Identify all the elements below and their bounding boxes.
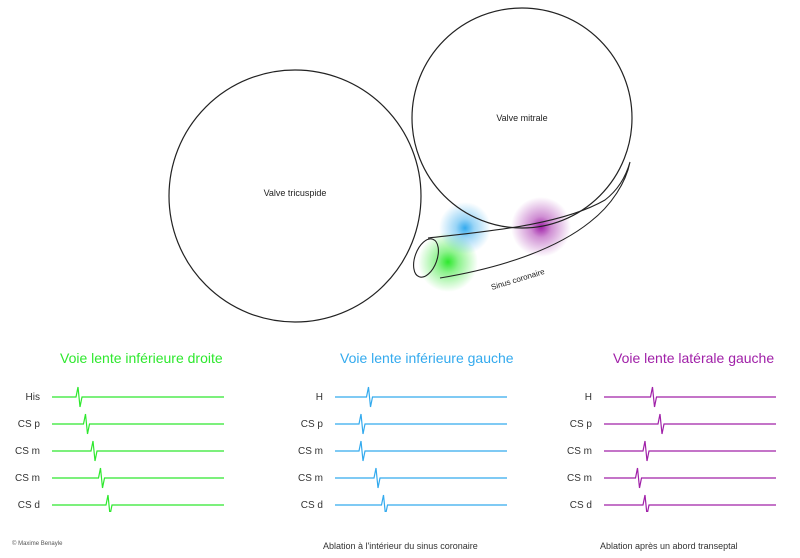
lead-label: CS d bbox=[301, 500, 323, 511]
egm-trace bbox=[335, 386, 507, 408]
lead-label: H bbox=[585, 392, 592, 403]
lead-label: CS m bbox=[567, 473, 592, 484]
lead-label: CS d bbox=[570, 500, 592, 511]
panel-footer: Ablation après un abord transeptal bbox=[600, 541, 738, 551]
egm-trace bbox=[335, 467, 507, 489]
lead-label: CS m bbox=[15, 446, 40, 457]
mitral-valve bbox=[411, 7, 633, 229]
mitral-label: Valve mitrale bbox=[496, 113, 547, 123]
egm-trace bbox=[604, 467, 776, 489]
trace-group: His CS p CS m CS m CS d bbox=[15, 386, 224, 512]
lead-label: CS p bbox=[18, 419, 41, 430]
trace-group: H CS p CS m CS m CS d bbox=[567, 386, 776, 512]
purple-ablation-spot bbox=[511, 197, 571, 257]
egm-trace bbox=[604, 494, 776, 512]
egm-trace bbox=[52, 386, 224, 408]
lead-label: CS p bbox=[570, 419, 593, 430]
panel-footer: Ablation à l'intérieur du sinus coronair… bbox=[323, 541, 478, 551]
trace-group: H CS p CS m CS m CS d bbox=[298, 386, 507, 512]
lead-label: CS m bbox=[298, 473, 323, 484]
egm-trace bbox=[52, 440, 224, 462]
coronary-sinus bbox=[427, 161, 631, 279]
tricuspid-label: Valve tricuspide bbox=[264, 188, 327, 198]
lead-label: CS p bbox=[301, 419, 324, 430]
coronary-sinus-ostium bbox=[413, 238, 439, 278]
lead-label: His bbox=[26, 392, 40, 403]
egm-trace bbox=[604, 413, 776, 435]
egm-trace bbox=[335, 440, 507, 462]
panel-title: Voie lente inférieure droite bbox=[60, 350, 223, 366]
egm-trace bbox=[52, 413, 224, 435]
panel-title: Voie lente latérale gauche bbox=[613, 350, 775, 366]
lead-label: CS m bbox=[298, 446, 323, 457]
copyright: © Maxime Benayle bbox=[12, 541, 63, 547]
blue-ablation-spot bbox=[439, 202, 491, 254]
sinus-label: Sinus coronaire bbox=[490, 267, 546, 292]
egm-trace bbox=[335, 494, 507, 512]
lead-label: CS m bbox=[567, 446, 592, 457]
panel-title: Voie lente inférieure gauche bbox=[340, 350, 514, 366]
lead-label: H bbox=[316, 392, 323, 403]
tricuspid-valve bbox=[168, 69, 422, 323]
egm-trace bbox=[604, 386, 776, 408]
egm-trace bbox=[335, 413, 507, 435]
lead-label: CS m bbox=[15, 473, 40, 484]
egm-trace bbox=[52, 467, 224, 489]
egm-trace bbox=[52, 494, 224, 512]
anatomy-diagram: Valve tricuspide Valve mitrale Sinus cor… bbox=[168, 7, 633, 323]
lead-label: CS d bbox=[18, 500, 40, 511]
egm-trace bbox=[604, 440, 776, 462]
